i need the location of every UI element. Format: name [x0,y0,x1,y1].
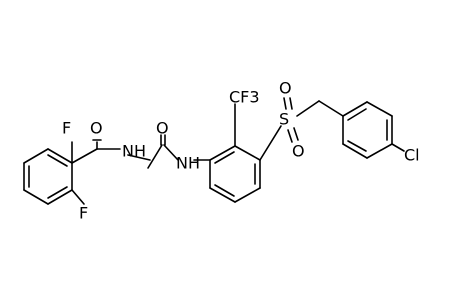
atom-cl: Cl [404,146,420,165]
bond-to-f-bottom [71,189,85,205]
bond [209,145,236,161]
bond [366,143,393,159]
bond [214,151,235,164]
bond [23,148,49,164]
atom-o-amide: O [90,119,103,138]
bond [147,144,163,169]
bond [47,148,73,164]
bond [347,140,367,152]
chlorophenyl-ring [342,101,393,159]
bond [318,100,344,117]
atom-nh-right: NH [176,154,200,173]
bond [342,101,368,117]
atom-o-urea: O [156,119,169,138]
bond [214,184,235,197]
bond [127,154,151,161]
bond-to-s [259,125,282,161]
bond [47,189,73,205]
bond [47,186,68,199]
bond [234,187,261,203]
bond [347,108,367,121]
bond [287,129,293,143]
atom-s: S [279,110,289,129]
bond [71,148,98,164]
bond [289,97,293,110]
bond [293,127,299,141]
bond [234,145,261,161]
bond [47,154,68,167]
atom-nh-left: NH [122,142,146,161]
atom-f-top: F [62,119,71,138]
bond [342,143,368,159]
atom-o-sulfonyl-bottom: O [292,142,305,161]
bond [366,101,393,117]
bond [23,189,49,205]
bond [209,187,236,203]
atom-cf3: CF3 [229,88,260,107]
bond [283,97,287,110]
bond [296,100,320,117]
atom-o-sulfonyl-top: O [279,79,292,98]
difluorophenyl-ring [23,148,73,205]
bond [163,144,179,161]
atom-f-bottom: F [79,204,88,223]
bond-to-cl [391,143,405,152]
central-phenyl-ring [209,145,261,203]
